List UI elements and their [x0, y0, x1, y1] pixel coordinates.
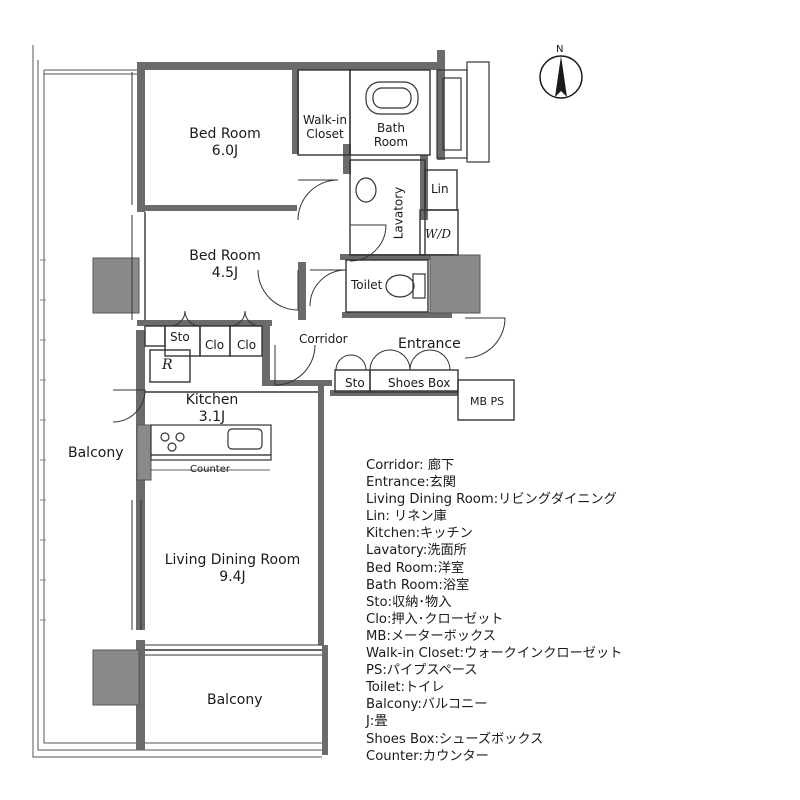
- kitchen-counter: [150, 424, 272, 471]
- walk-in-closet-label: Walk-in Closet: [300, 113, 350, 141]
- north-arrow-icon: [539, 55, 583, 99]
- bath-room-label: Bath Room: [368, 121, 414, 149]
- walk-in-closet-line2: Closet: [306, 127, 344, 141]
- refrigerator-label: R: [162, 357, 173, 373]
- bed-room-2-label: Bed Room 4.5J: [180, 248, 270, 282]
- living-dining-size: 9.4J: [219, 569, 246, 585]
- legend-item: MB:メーターボックス: [366, 628, 496, 644]
- legend-item: J:畳: [366, 714, 388, 730]
- living-dining-label: Living Dining Room 9.4J: [150, 552, 315, 586]
- corridor-label: Corridor: [299, 332, 348, 346]
- bed-room-1-size: 6.0J: [211, 143, 239, 159]
- shoes-box-label: Shoes Box: [388, 376, 451, 390]
- balcony-west-label: Balcony: [68, 445, 124, 461]
- structural-columns: [92, 254, 481, 706]
- legend-item: Clo:押入･クローゼット: [366, 611, 504, 627]
- legend-item: Counter:カウンター: [366, 748, 489, 764]
- lin-label: Lin: [431, 182, 449, 196]
- legend-item: Lin: リネン庫: [366, 509, 447, 525]
- interior-partitions: [144, 69, 515, 651]
- bath-room-line2: Room: [373, 135, 409, 149]
- bathtub-fixture: [365, 81, 419, 115]
- legend-item: Walk-in Closet:ウォークインクローゼット: [366, 646, 623, 662]
- bath-room-line1: Bath: [377, 121, 405, 135]
- balcony-rail: [32, 45, 322, 758]
- exterior-tub-unit: [436, 61, 490, 163]
- window-marks: [131, 72, 322, 656]
- bed-room-2-name: Bed Room: [189, 248, 261, 264]
- balcony-south-label: Balcony: [207, 692, 263, 708]
- bed-room-1-name: Bed Room: [189, 126, 261, 142]
- lavatory-label: Lavatory: [391, 186, 406, 240]
- kitchen-label: Kitchen 3.1J: [172, 392, 252, 426]
- legend-item: Living Dining Room:リビングダイニング: [366, 492, 617, 508]
- legend-item: Sto:収納･物入: [366, 594, 452, 610]
- bed-room-2-size: 4.5J: [211, 265, 239, 281]
- walk-in-closet-line1: Walk-in: [302, 113, 347, 127]
- clo-2-label: Clo: [237, 338, 257, 352]
- toilet-fixture: [385, 273, 426, 299]
- north-label: N: [556, 44, 564, 55]
- legend-item: Shoes Box:シューズボックス: [366, 731, 544, 747]
- legend-item: Bath Room:浴室: [366, 577, 470, 593]
- sink-fixture: [355, 177, 377, 203]
- legend-item: Kitchen:キッチン: [366, 526, 473, 542]
- legend-item: Lavatory:洗面所: [366, 543, 467, 559]
- legend-item: Bed Room:洋室: [366, 560, 465, 576]
- sto-2-label: Sto: [345, 376, 365, 390]
- toilet-label: Toilet: [351, 278, 383, 292]
- legend: Corridor: 廊下 Entrance:玄関 Living Dining R…: [366, 457, 622, 765]
- washer-label: W/D: [425, 227, 451, 241]
- mb-ps-label: MB PS: [470, 395, 505, 408]
- bed-room-1-label: Bed Room 6.0J: [180, 126, 270, 160]
- legend-item: Entrance:玄関: [366, 475, 456, 491]
- counter-label: Counter: [190, 464, 230, 475]
- legend-item: Toilet:トイレ: [366, 680, 445, 696]
- legend-item: Balcony:バルコニー: [366, 697, 488, 713]
- kitchen-size: 3.1J: [198, 409, 226, 425]
- balcony-ticks: [40, 259, 46, 621]
- door-swings: [112, 179, 506, 423]
- legend-item: PS:パイプスペース: [366, 663, 478, 679]
- legend-item: Corridor: 廊下: [366, 458, 455, 473]
- entrance-label: Entrance: [398, 336, 461, 352]
- living-dining-name: Living Dining Room: [164, 552, 301, 568]
- sto-1-label: Sto: [170, 330, 190, 344]
- kitchen-name: Kitchen: [185, 392, 239, 408]
- clo-1-label: Clo: [205, 338, 225, 352]
